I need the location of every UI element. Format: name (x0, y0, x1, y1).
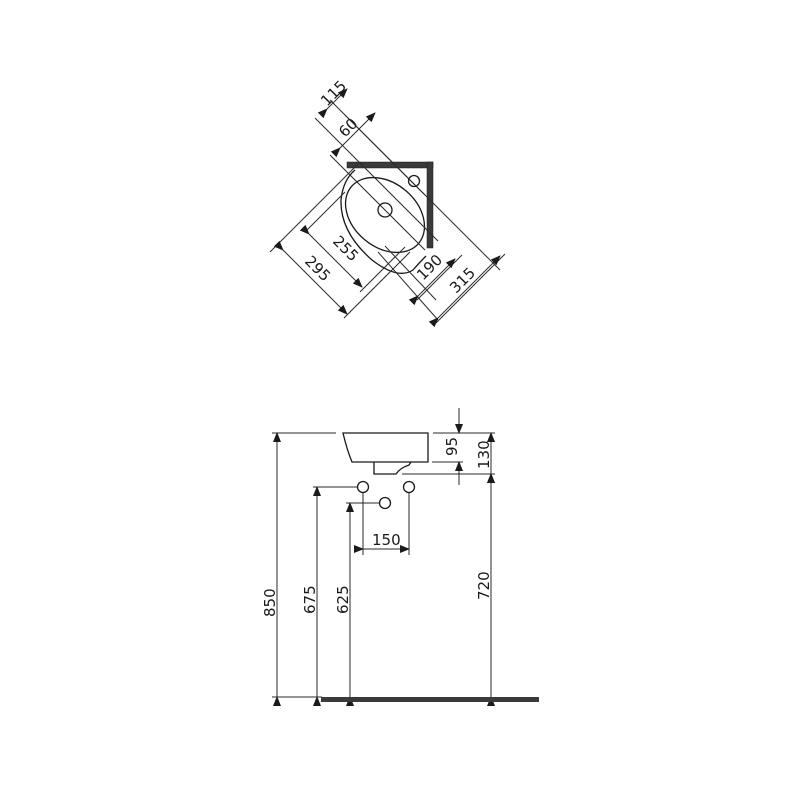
dim-675: 675 (301, 585, 319, 614)
dim-255: 255 (329, 232, 362, 265)
drain-hole-icon (377, 202, 393, 218)
basin-pedestal (373, 461, 412, 475)
dim-625: 625 (334, 585, 352, 614)
dim-850: 850 (261, 588, 279, 617)
dim-130: 130 (475, 440, 493, 469)
dim-60: 60 (335, 115, 361, 141)
dim-315: 315 (446, 264, 479, 297)
supply-pipe-left-icon (356, 480, 370, 494)
dim-115: 115 (317, 77, 350, 110)
tap-hole-icon (407, 174, 421, 188)
dim-95: 95 (443, 437, 461, 456)
dim-150: 150 (372, 531, 401, 549)
dim-190: 190 (413, 251, 446, 284)
dim-295: 295 (301, 252, 334, 285)
basin-side-profile (342, 432, 429, 463)
floor-line (321, 697, 539, 702)
plan-view: 115 60 295 255 190 315 (269, 77, 506, 328)
dim-720: 720 (475, 571, 493, 600)
drain-pipe-icon (378, 496, 392, 510)
elevation-view: 95 130 150 850 675 625 720 (261, 408, 539, 706)
wall-vertical (426, 161, 434, 249)
supply-pipe-right-icon (402, 480, 416, 494)
